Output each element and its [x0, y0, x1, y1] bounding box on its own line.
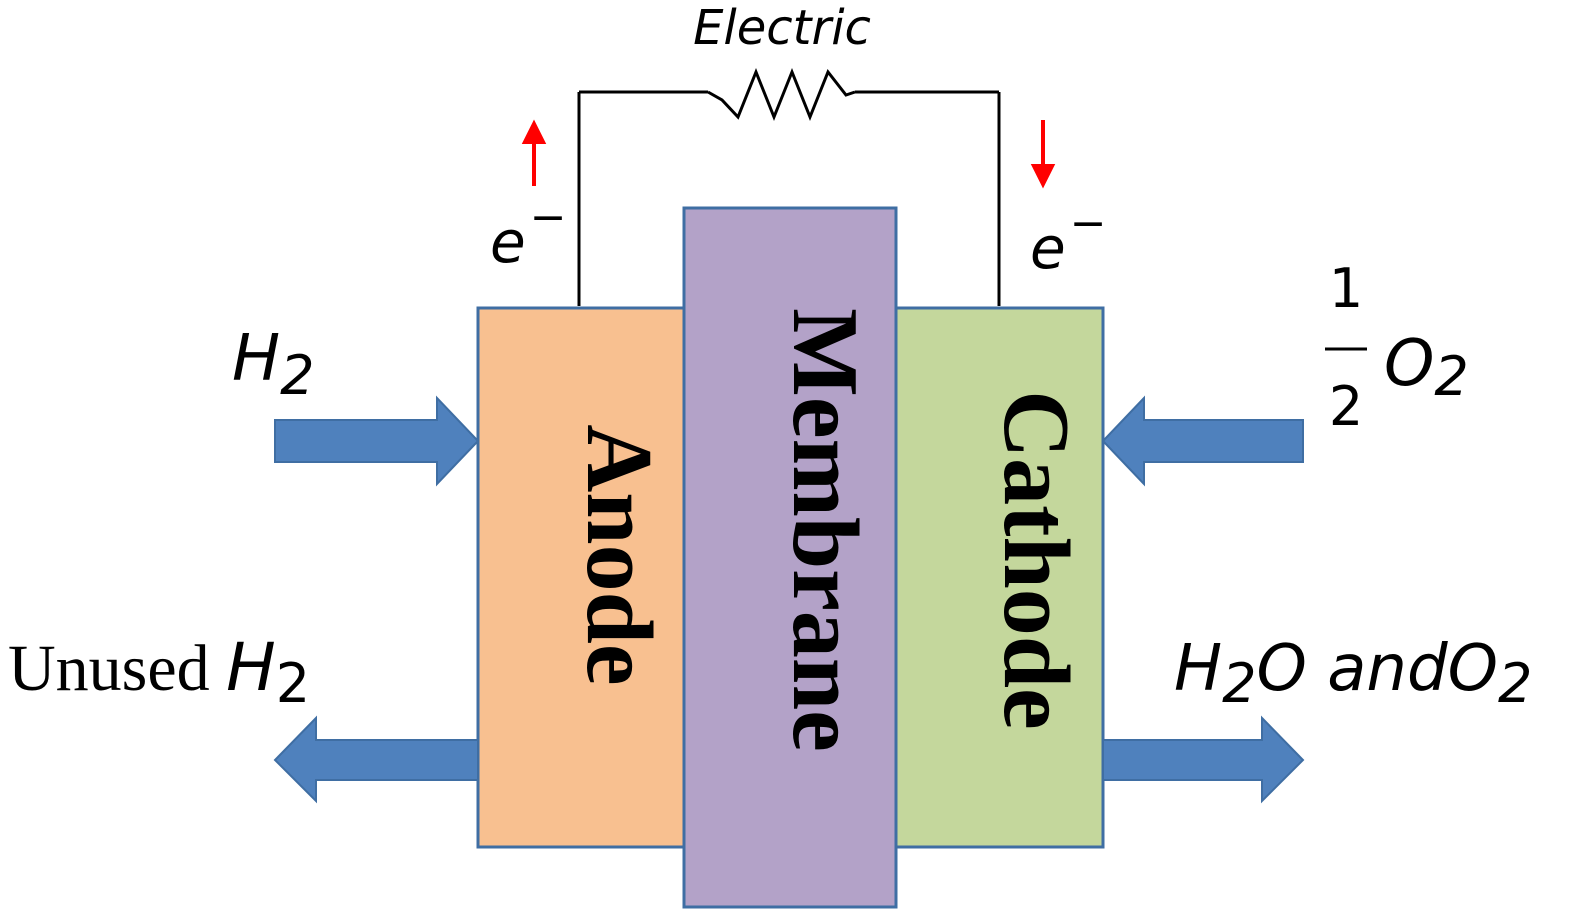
external-circuit: [577, 67, 1001, 306]
water-oxygen-output-label: H2O andO2: [1174, 632, 1532, 715]
unused-hydrogen-label: Unused H2: [8, 629, 310, 715]
oxygen-input-label: 1 2 O2: [1325, 257, 1469, 438]
arrow-left-icon: [273, 715, 479, 804]
arrow-right-icon: [1102, 715, 1305, 804]
anode-block: [476, 306, 686, 849]
arrow-down-icon: [1030, 120, 1056, 189]
anode-label: Anode: [567, 424, 671, 685]
hydrogen-input-label: H2: [232, 322, 314, 407]
cathode-block: [894, 306, 1105, 849]
fraction-numerator: 1: [1329, 257, 1363, 320]
membrane-label: Membrane: [773, 308, 877, 752]
resistor-icon: [707, 67, 856, 122]
oxygen-symbol: O2: [1384, 327, 1469, 408]
electric-label: Electric: [693, 0, 871, 56]
fraction-denominator: 2: [1329, 375, 1363, 438]
membrane-block: [682, 206, 898, 909]
electron-label-left: e−: [490, 192, 567, 276]
electron-label-right: e−: [1030, 198, 1107, 282]
arrow-up-icon: [521, 119, 547, 186]
cathode-label: Cathode: [984, 390, 1088, 729]
arrow-right-icon: [274, 395, 480, 487]
arrow-left-icon: [1101, 395, 1304, 487]
